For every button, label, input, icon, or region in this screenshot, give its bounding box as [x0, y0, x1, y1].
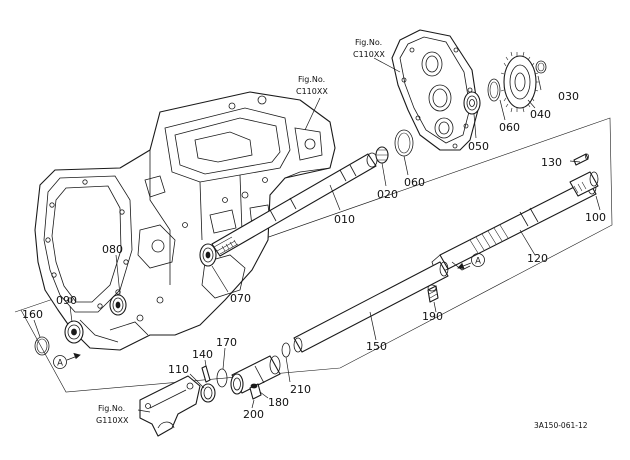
coupling-100 — [569, 171, 599, 197]
bearing-080 — [109, 294, 127, 316]
shaft-120 — [431, 179, 597, 275]
fig-ref-cover-code: C110XX — [353, 50, 385, 59]
part-100: 100 — [585, 211, 606, 224]
part-190: 190 — [422, 310, 443, 323]
part-160: 160 — [22, 308, 43, 321]
o-ring-210 — [281, 342, 291, 358]
main-shaft-010 — [211, 152, 378, 257]
part-090: 090 — [56, 294, 77, 307]
part-020: 020 — [377, 188, 398, 201]
bearing-070 — [199, 243, 217, 267]
part-200: 200 — [243, 408, 264, 421]
callout-a-lower-letter: A — [57, 359, 63, 369]
tube-150 — [293, 261, 449, 353]
drawing-code: 3A150-061-12 — [534, 421, 588, 430]
part-130: 130 — [541, 156, 562, 169]
part-050: 050 — [468, 140, 489, 153]
collar-020 — [375, 146, 389, 164]
o-ring-160 — [34, 336, 50, 356]
part-010: 010 — [334, 213, 355, 226]
assembly-boundary — [14, 117, 613, 393]
transmission-case — [34, 91, 336, 351]
pin-130 — [573, 153, 589, 166]
fig-ref-case: Fig.No. C110XX — [296, 75, 328, 96]
gear-040 — [500, 51, 539, 113]
callout-a-right: A — [457, 253, 485, 269]
ring-170 — [216, 368, 228, 388]
part-140: 140 — [192, 348, 213, 361]
bolt-200 — [249, 383, 262, 400]
seal-090 — [64, 320, 84, 344]
fig-ref-case-code: C110XX — [296, 87, 328, 96]
sleeve-180 — [230, 355, 281, 395]
part-180: 180 — [268, 396, 289, 409]
part-170: 170 — [216, 336, 237, 349]
fig-ref-cover: Fig.No. C110XX — [353, 38, 385, 59]
support-bracket — [139, 375, 201, 437]
leader-lines — [33, 57, 601, 413]
fig-ref-cover-label: Fig.No. — [355, 38, 382, 47]
part-210: 210 — [290, 383, 311, 396]
part-060-lower: 060 — [404, 176, 425, 189]
part-060-upper: 060 — [499, 121, 520, 134]
part-080: 080 — [102, 243, 123, 256]
part-070: 070 — [230, 292, 251, 305]
fig-ref-bracket-label: Fig.No. — [98, 404, 125, 413]
part-120: 120 — [527, 252, 548, 265]
bearing-110 — [200, 383, 216, 403]
callout-a-right-letter: A — [475, 257, 481, 267]
front-cover-housing — [391, 29, 479, 151]
part-number-labels: 010 020 030 040 050 060 060 070 080 090 … — [22, 90, 606, 421]
pin-140 — [201, 365, 211, 383]
fig-ref-bracket-code: G110XX — [96, 416, 129, 425]
part-150: 150 — [366, 340, 387, 353]
bearing-050 — [463, 91, 481, 115]
fig-ref-bracket: Fig.No. G110XX — [96, 404, 129, 425]
part-030: 030 — [558, 90, 579, 103]
ring-060-upper — [487, 78, 501, 102]
fig-ref-case-label: Fig.No. — [298, 75, 325, 84]
part-110: 110 — [168, 363, 189, 376]
callout-a-lower: A — [53, 352, 81, 369]
bolt-190 — [427, 284, 439, 303]
snap-ring-030 — [535, 60, 547, 74]
part-040: 040 — [530, 108, 551, 121]
